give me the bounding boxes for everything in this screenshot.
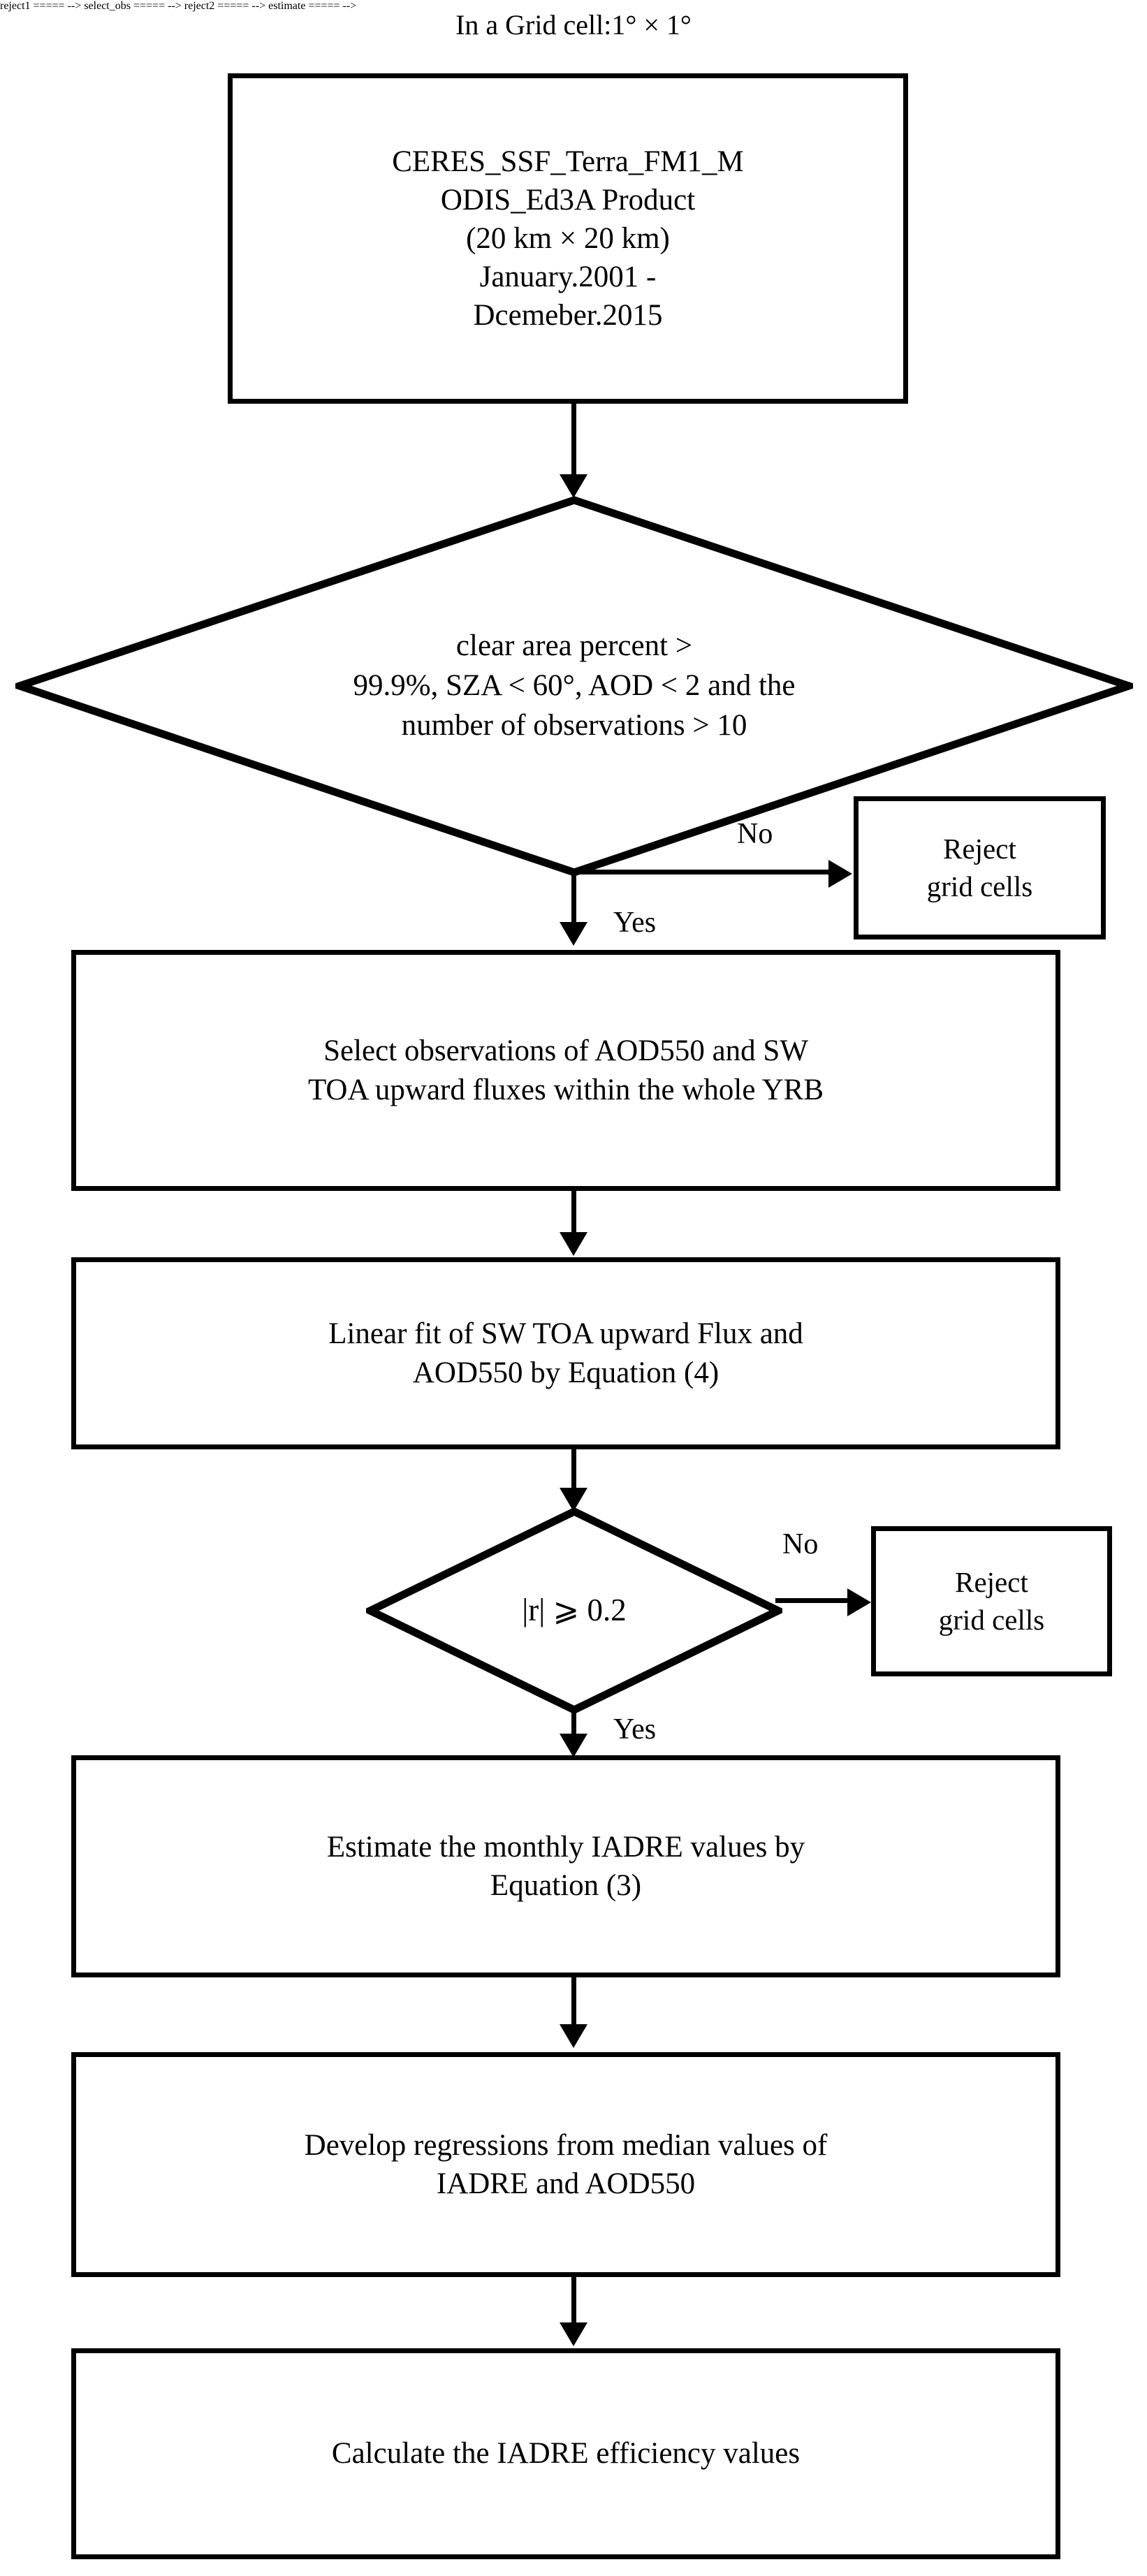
connector-develop-to-calculate-arrow	[560, 2322, 587, 2346]
node-data-source-line-2: ODIS_Ed3A Product	[440, 183, 696, 217]
edge-decision2-no-line	[775, 1598, 849, 1603]
node-estimate-iadre: Estimate the monthly IADRE values by Equ…	[71, 1755, 1060, 1977]
connector-develop-to-calculate-line	[571, 2277, 576, 2325]
node-reject-1-line-2: grid cells	[926, 870, 1033, 902]
connector-datasource-to-decision1-arrow	[560, 474, 587, 498]
connector-selectobs-to-linearfit-line	[571, 1191, 576, 1234]
node-data-source: CERES_SSF_Terra_FM1_M ODIS_Ed3A Product …	[228, 73, 908, 404]
node-develop-regressions: Develop regressions from median values o…	[71, 2052, 1060, 2277]
decision-2-shape	[366, 1507, 782, 1714]
node-data-source-line-1: CERES_SSF_Terra_FM1_M	[392, 145, 744, 178]
node-reject-2-line-1: Reject	[955, 1566, 1028, 1599]
diagram-caption: In a Grid cell:1° × 1°	[455, 9, 692, 41]
node-reject-1-line-1: Reject	[943, 833, 1016, 865]
node-select-observations-text: Select observations of AOD550 and SW TOA…	[86, 1032, 1046, 1108]
node-decision-2: |r| ⩾ 0.2	[366, 1507, 782, 1714]
edge-label-decision1-yes: Yes	[613, 907, 657, 939]
edge-decision1-yes-arrow	[560, 922, 587, 946]
edge-label-decision1-no: No	[737, 818, 773, 850]
node-develop-regressions-line-1: Develop regressions from median values o…	[304, 2128, 828, 2162]
node-calculate-efficiency-line-1: Calculate the IADRE efficiency values	[331, 2437, 801, 2471]
edge-label-decision2-no: No	[782, 1528, 819, 1560]
node-calculate-efficiency-text: Calculate the IADRE efficiency values	[86, 2434, 1046, 2473]
node-linear-fit-line-1: Linear fit of SW TOA upward Flux and	[328, 1317, 803, 1351]
node-calculate-efficiency: Calculate the IADRE efficiency values	[71, 2348, 1060, 2559]
node-linear-fit-line-2: AOD550 by Equation (4)	[412, 1356, 719, 1389]
node-data-source-text: CERES_SSF_Terra_FM1_M ODIS_Ed3A Product …	[242, 142, 893, 335]
connector-linearfit-to-decision2-arrow	[560, 1488, 587, 1512]
edge-decision1-no-line	[571, 870, 830, 874]
edge-decision2-no-arrow	[847, 1588, 871, 1616]
node-estimate-iadre-line-1: Estimate the monthly IADRE values by	[326, 1830, 805, 1864]
connector-linearfit-to-decision2-line	[571, 1449, 576, 1491]
node-data-source-line-5: Dcemeber.2015	[473, 299, 663, 332]
node-select-observations-line-2: TOA upward fluxes within the whole YRB	[307, 1073, 824, 1106]
node-linear-fit: Linear fit of SW TOA upward Flux and AOD…	[71, 1257, 1060, 1449]
node-estimate-iadre-line-2: Equation (3)	[490, 1869, 642, 1902]
node-develop-regressions-line-2: IADRE and AOD550	[436, 2167, 696, 2200]
connector-estimate-to-develop-arrow	[560, 2024, 587, 2048]
edge-label-decision2-yes: Yes	[613, 1713, 657, 1746]
edge-decision2-yes-line	[571, 1707, 576, 1736]
node-estimate-iadre-text: Estimate the monthly IADRE values by Equ…	[86, 1828, 1046, 1905]
node-reject-1: Reject grid cells	[854, 796, 1106, 939]
node-develop-regressions-text: Develop regressions from median values o…	[86, 2126, 1046, 2203]
node-data-source-line-4: January.2001 -	[479, 261, 657, 294]
connector-datasource-to-decision1-line	[571, 404, 576, 476]
edge-decision1-no-arrow	[828, 860, 852, 888]
edge-decision1-yes-line	[571, 870, 576, 924]
connector-selectobs-to-linearfit-arrow	[560, 1232, 587, 1256]
node-linear-fit-text: Linear fit of SW TOA upward Flux and AOD…	[86, 1315, 1046, 1391]
node-reject-2: Reject grid cells	[871, 1526, 1112, 1676]
node-select-observations-line-1: Select observations of AOD550 and SW	[323, 1034, 808, 1068]
node-reject-2-line-2: grid cells	[938, 1603, 1045, 1636]
node-select-observations: Select observations of AOD550 and SW TOA…	[71, 950, 1060, 1191]
edge-decision2-yes-arrow	[560, 1734, 587, 1757]
node-data-source-line-3: (20 km × 20 km)	[466, 221, 670, 255]
connector-estimate-to-develop-line	[571, 1977, 576, 2026]
